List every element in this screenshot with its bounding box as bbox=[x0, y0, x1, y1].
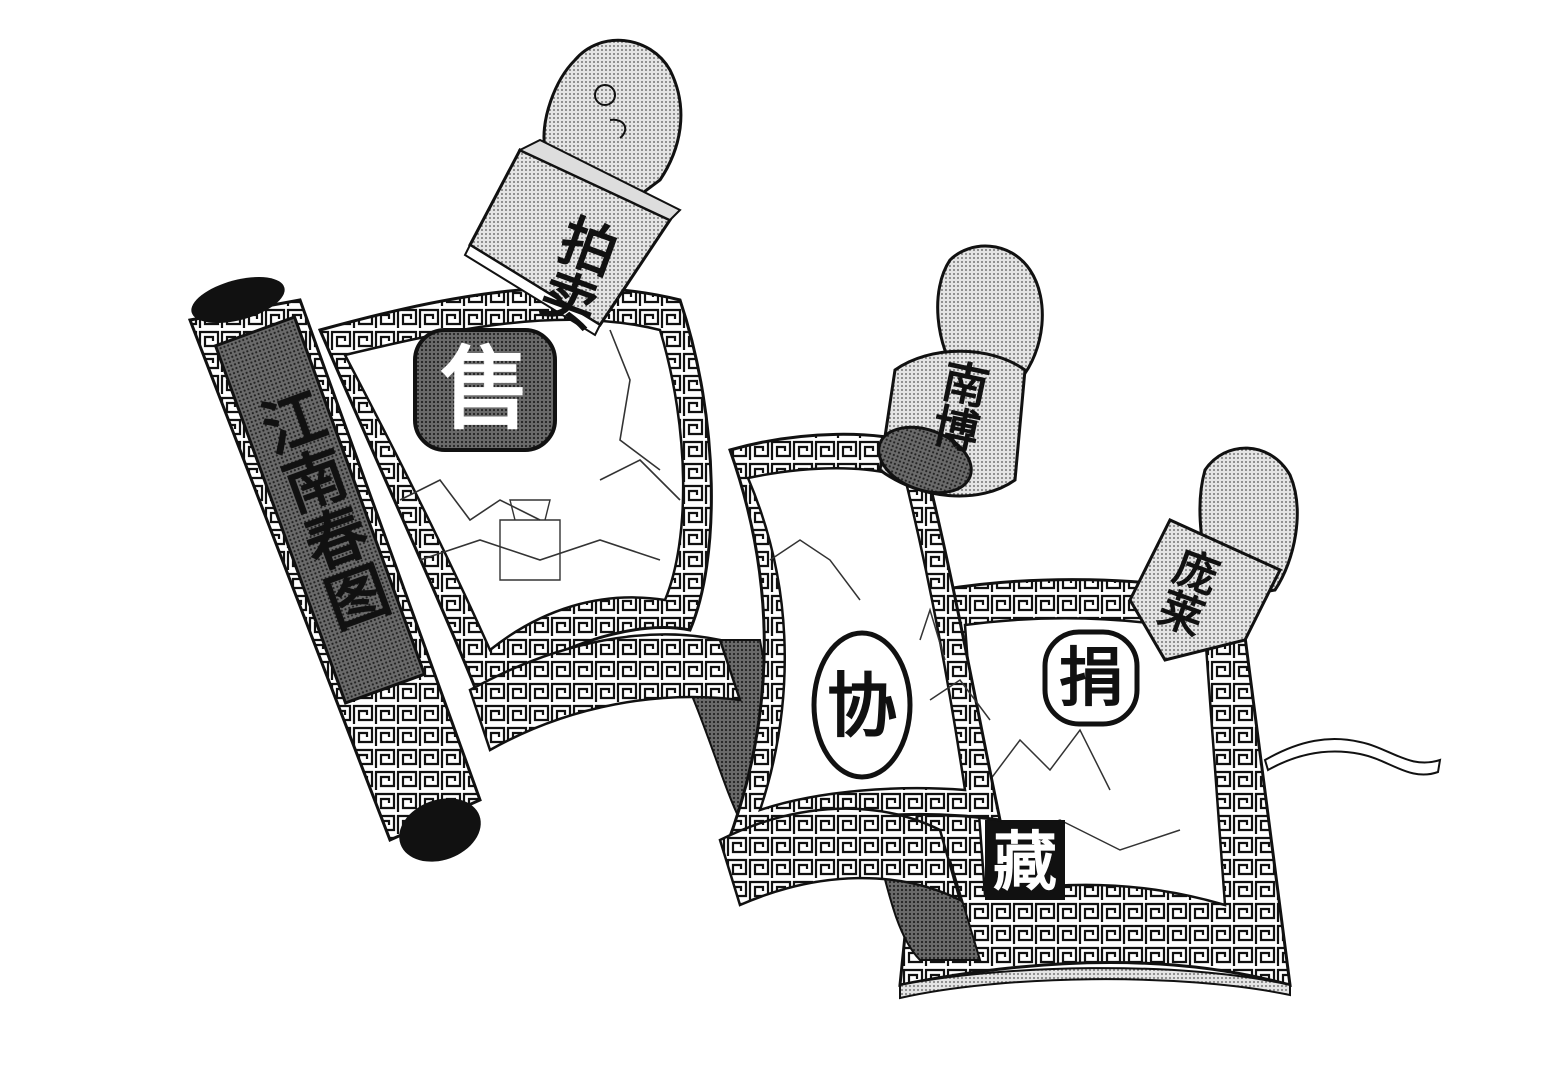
seal-auction: 拍卖 bbox=[463, 38, 683, 337]
stamp-juan: 捐 bbox=[1042, 629, 1140, 727]
stamp-xie: 协 bbox=[811, 630, 913, 780]
scroll-panel-right: 捐 藏 bbox=[898, 578, 1292, 1000]
scroll-panel-left: 售 bbox=[317, 286, 742, 752]
stamp-juan-text: 捐 bbox=[1059, 642, 1123, 716]
stamp-shou: 售 bbox=[413, 328, 557, 452]
ribbon-tail bbox=[1263, 738, 1442, 776]
stamp-shou-text: 售 bbox=[440, 337, 530, 442]
stamp-cang: 藏 bbox=[985, 820, 1065, 900]
stamp-cang-text: 藏 bbox=[993, 826, 1057, 900]
seal-nanbo: 南博 bbox=[877, 244, 1044, 498]
scroll-panel-middle: 协 bbox=[663, 432, 1002, 961]
stamp-xie-text: 协 bbox=[827, 665, 897, 747]
seal-pang: 庞莱 bbox=[1128, 446, 1299, 662]
